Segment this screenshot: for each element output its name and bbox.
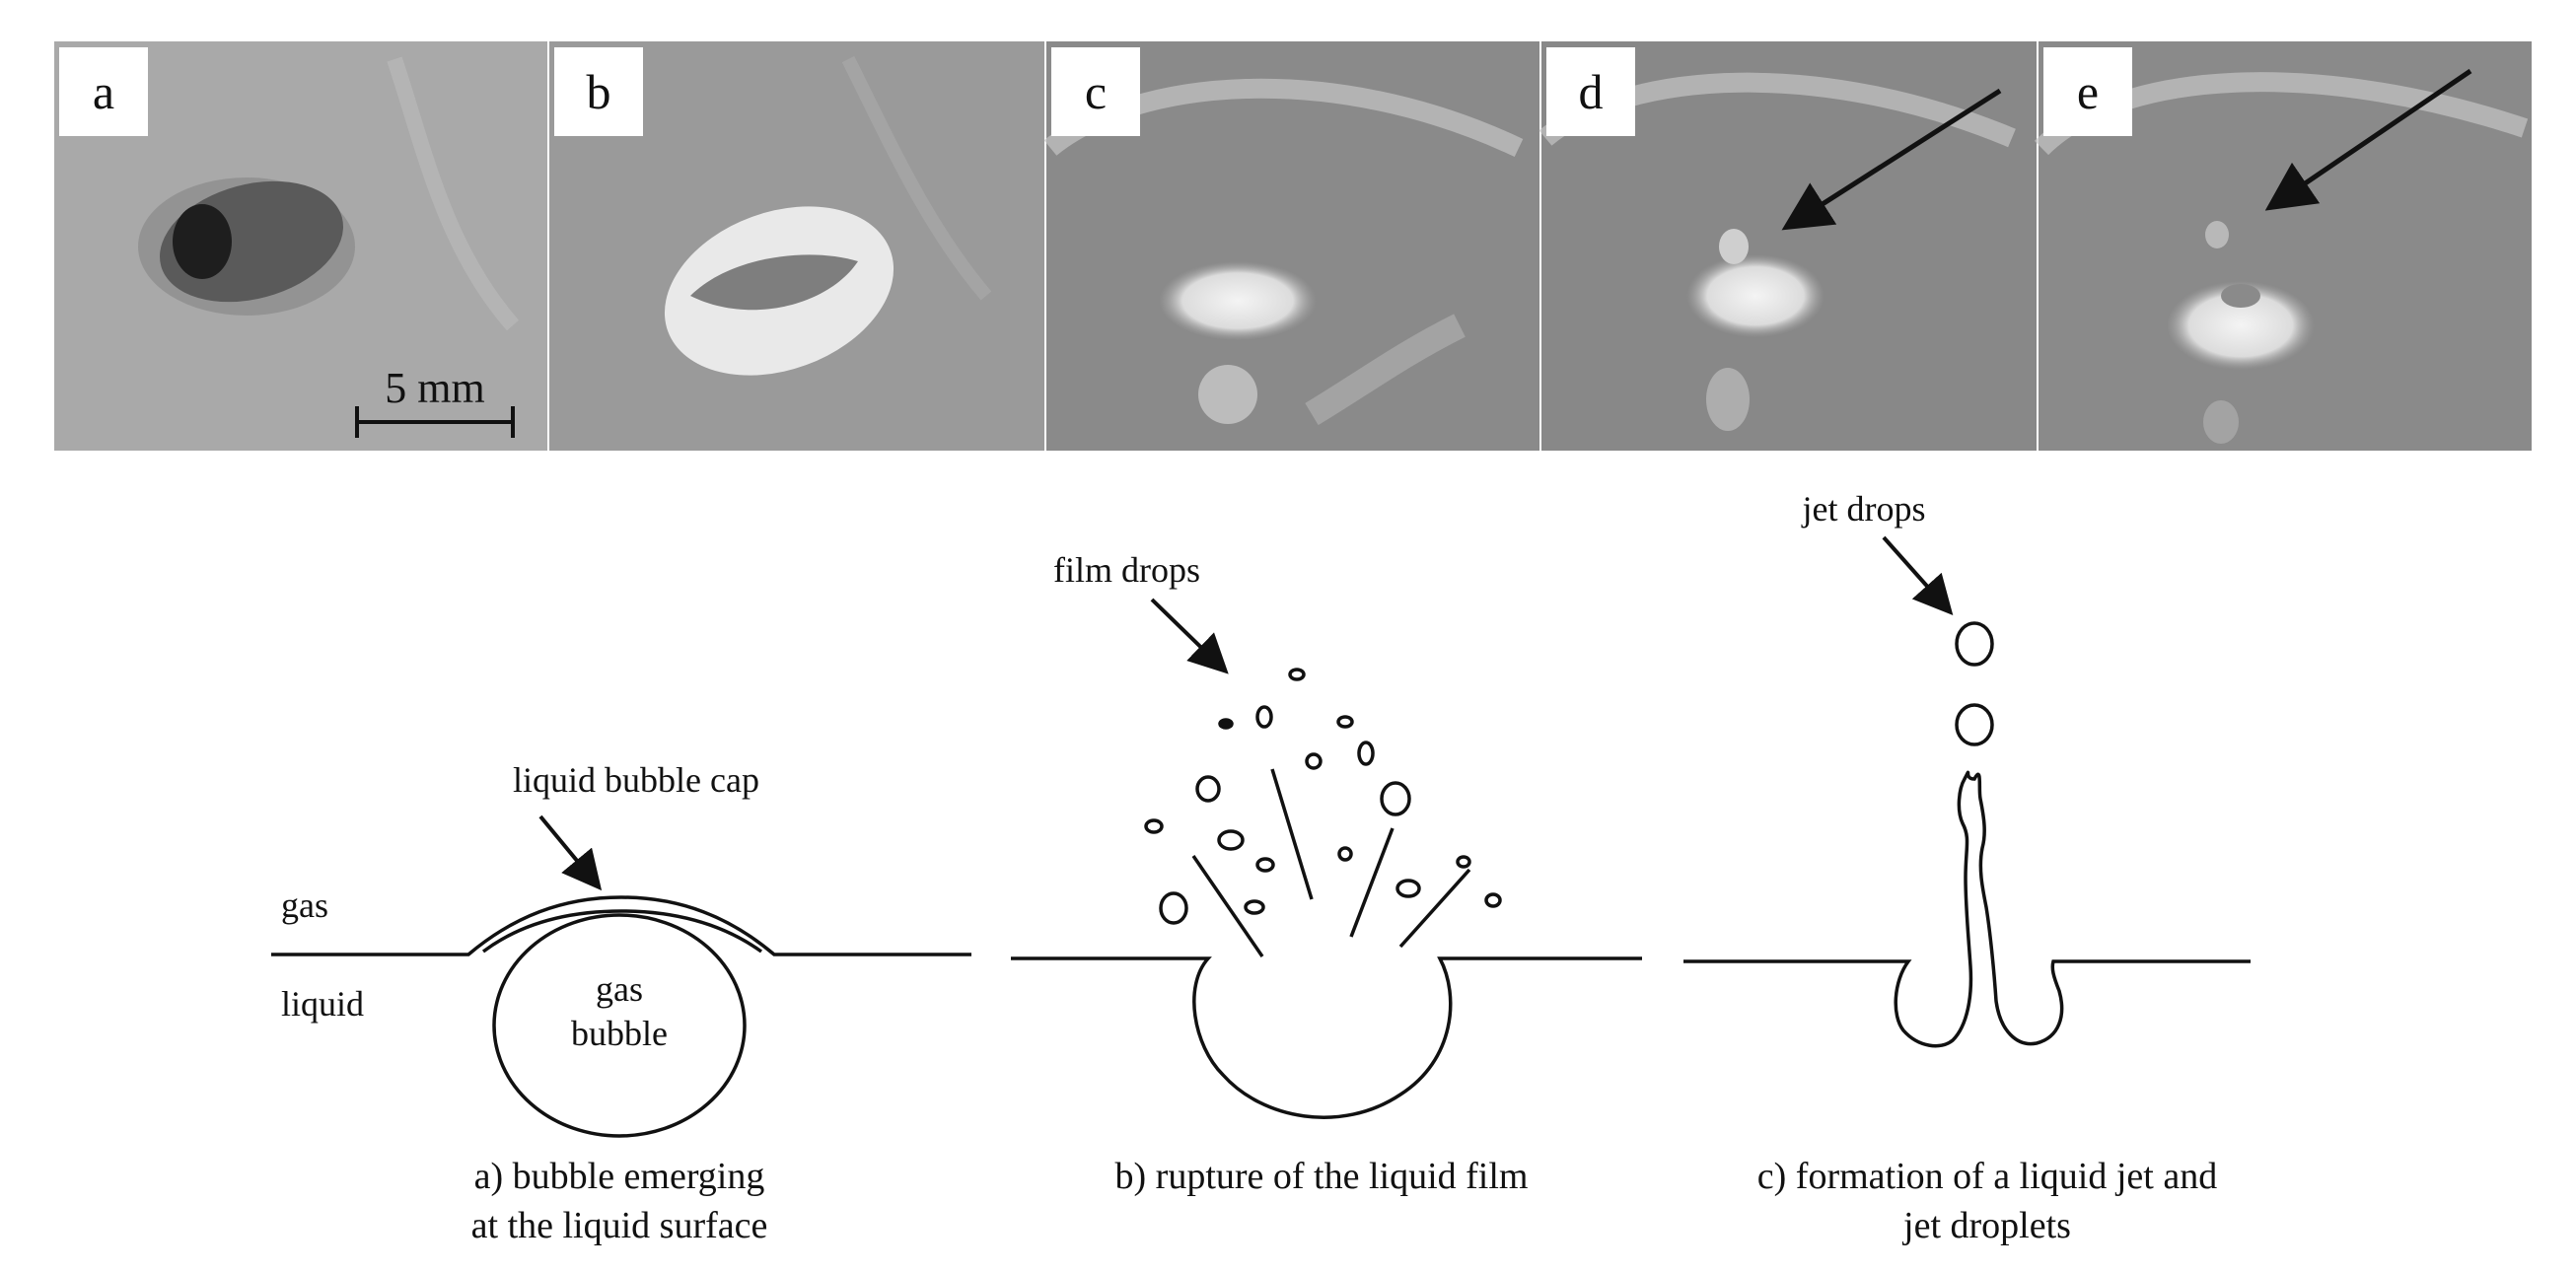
jet-arrow [1781, 88, 2002, 231]
film-drop [1144, 818, 1164, 834]
surface-reflection [387, 56, 520, 331]
film-fragment [1349, 827, 1395, 938]
cavity-outline [1011, 956, 1642, 1119]
film-drop [1255, 857, 1275, 873]
jet-drops-label: jet drops [1801, 489, 1926, 529]
jet-dimple [2221, 284, 2260, 308]
photo-panel-a: a 5 mm [54, 41, 547, 451]
jet-tip [2205, 221, 2229, 248]
bubble-inner-dark [690, 254, 858, 311]
film-drop [1337, 846, 1353, 862]
droplet-lower [1706, 368, 1750, 431]
panel-label: d [1579, 64, 1604, 119]
liquid-label: liquid [281, 984, 364, 1024]
panel-label-box [1051, 47, 1140, 136]
jet-tip [1719, 229, 1749, 264]
film-drops-label: film drops [1053, 550, 1200, 590]
film-fragment [1270, 768, 1314, 900]
photo-strip: a 5 mm b c [54, 41, 2532, 451]
jet-drops-arrow [1882, 535, 1954, 615]
bubble-label-line2: bubble [571, 1014, 668, 1053]
liquid-surface-line [271, 895, 971, 956]
film-drop [1244, 899, 1265, 915]
film-drop [1218, 718, 1234, 730]
caption-a-line2: at the liquid surface [471, 1205, 768, 1246]
photo-panel-d: d [1538, 41, 2037, 451]
jet-drop [1955, 621, 1994, 667]
film-drop [1217, 829, 1245, 851]
droplet-lower [2203, 400, 2239, 444]
film-drop [1255, 705, 1273, 729]
caption-c-line2: jet droplets [1901, 1205, 2071, 1246]
schematic-film-rupture [1011, 598, 1642, 1119]
bright-streak [1305, 314, 1466, 426]
bubble-label-line1: gas [596, 969, 643, 1009]
film-drop [1159, 891, 1188, 925]
bubble-cap-inner [481, 909, 763, 954]
caption-c-line1: c) formation of a liquid jet and [1757, 1156, 2217, 1197]
film-drop [1484, 892, 1502, 908]
film-drops-arrow [1150, 598, 1229, 674]
panel-label-box [59, 47, 148, 136]
droplet-lower [1198, 365, 1257, 424]
jet-droplet-cloud [2167, 281, 2315, 370]
film-drop [1380, 781, 1411, 816]
bubble-dark-core [173, 204, 232, 279]
droplet-cloud [1159, 261, 1317, 340]
jet-cavity-outline [1683, 770, 2251, 1048]
photo-panel-c: c [1043, 41, 1539, 451]
photo-panel-e: e [2034, 41, 2532, 451]
film-drop [1336, 715, 1354, 729]
scale-bar-label: 5 mm [385, 364, 484, 412]
cap-arrow [538, 814, 603, 891]
surface-reflection [841, 55, 992, 301]
panel-label: e [2077, 64, 2099, 119]
schematic-bubble-emerging [271, 814, 971, 1138]
panel-label: b [587, 64, 611, 119]
panel-label-box [1546, 47, 1635, 136]
film-drop [1456, 855, 1471, 869]
film-drop [1288, 668, 1306, 681]
photo-panel-b: b [549, 41, 1044, 451]
jet-drop [1955, 703, 1994, 746]
film-fragment [1398, 868, 1471, 949]
caption-a-line1: a) bubble emerging [474, 1156, 765, 1197]
panel-label-box [554, 47, 643, 136]
schematic-jet-formation [1683, 535, 2251, 1048]
film-drop [1305, 752, 1323, 770]
caption-b-line1: b) rupture of the liquid film [1115, 1156, 1529, 1197]
panel-label-box [2043, 47, 2132, 136]
cap-label: liquid bubble cap [513, 760, 759, 800]
gas-bubble-circle [492, 913, 747, 1138]
film-fragment [1191, 855, 1264, 957]
film-drop [1357, 741, 1375, 766]
film-drop [1395, 879, 1421, 898]
panel-label: c [1085, 64, 1107, 119]
jet-droplet-cloud [1686, 254, 1825, 337]
jet-arrow [2264, 68, 2472, 211]
gas-label: gas [281, 885, 328, 925]
panel-label: a [93, 64, 114, 119]
film-drop [1195, 775, 1221, 803]
